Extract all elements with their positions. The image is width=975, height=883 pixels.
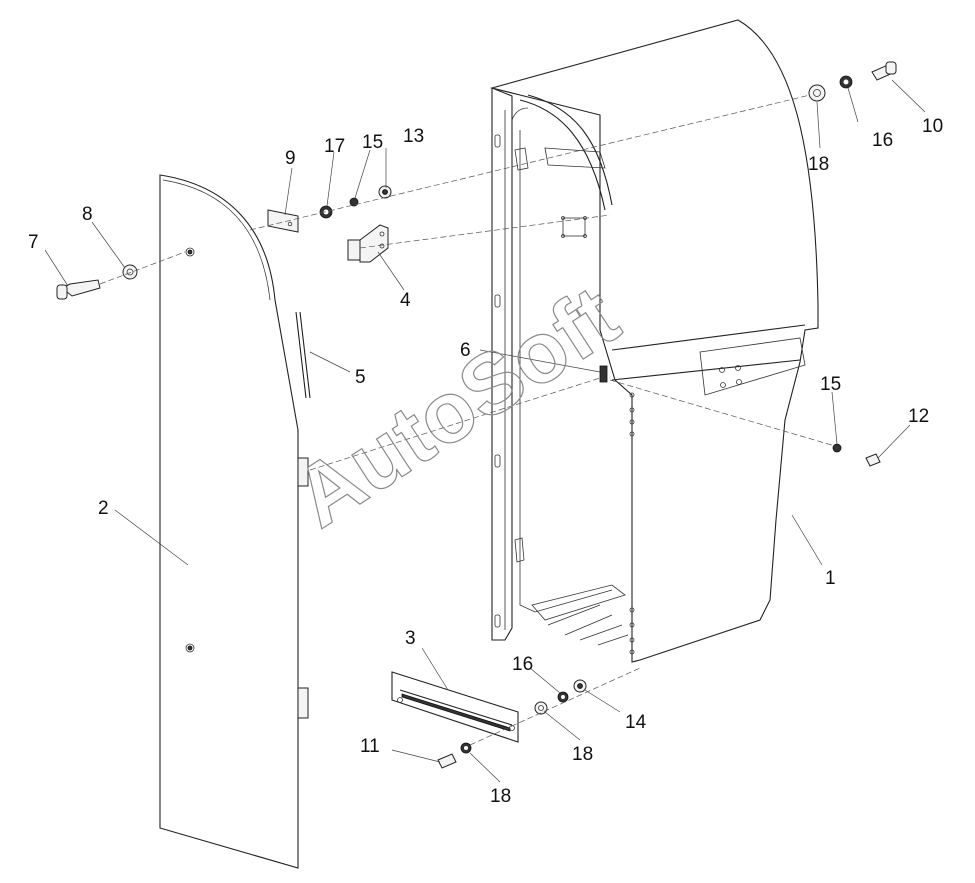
callout-18-top: 18 [808,154,829,175]
callout-2: 2 [98,498,109,519]
part-4-hinge-bracket [347,224,389,263]
callout-14: 14 [625,712,647,733]
part-15-nut-right [832,443,842,453]
callout-8: 8 [82,204,93,225]
callout-15-top: 15 [362,132,383,153]
part-9-plate [267,209,299,233]
callout-3: 3 [405,628,416,649]
part-1-housing [489,19,819,663]
part-6-latch [599,365,608,383]
part-16-washer-bottom [557,691,569,703]
part-13-nut [378,185,392,199]
part-8-washer [122,264,138,280]
part-18-washer-top [808,84,826,102]
callout-12: 12 [908,406,929,427]
watermark: AutoSoft [278,268,635,546]
part-18-washer-bottom [534,701,548,715]
part-2-door-panel [159,174,309,869]
callout-5: 5 [355,367,366,388]
callout-6: 6 [460,340,471,361]
part-7-bolt [56,279,101,300]
part-16-washer-top [839,75,853,89]
callout-16-top: 16 [872,130,893,151]
callout-17: 17 [324,136,345,157]
part-15-nut [349,197,359,207]
callout-1: 1 [825,568,836,589]
part-3-bottom-rail [391,671,519,743]
callout-13: 13 [403,126,424,147]
part-12-screw [865,453,881,467]
callout-7: 7 [28,232,39,253]
part-11-screw [437,753,457,769]
callout-10: 10 [922,116,943,137]
part-17-washer [319,205,333,219]
part-18-washer-lower [460,742,472,754]
part-10-bolt [871,61,897,81]
callout-9: 9 [285,148,296,169]
callout-18-lower: 18 [490,786,511,807]
callout-16-bottom: 16 [512,654,533,675]
part-14-nut [573,679,587,693]
callout-18-bottom: 18 [572,744,593,765]
callout-4: 4 [400,290,411,311]
part-5-seal-strip [295,311,307,399]
callout-11: 11 [360,736,380,757]
callout-15-right: 15 [820,374,841,395]
